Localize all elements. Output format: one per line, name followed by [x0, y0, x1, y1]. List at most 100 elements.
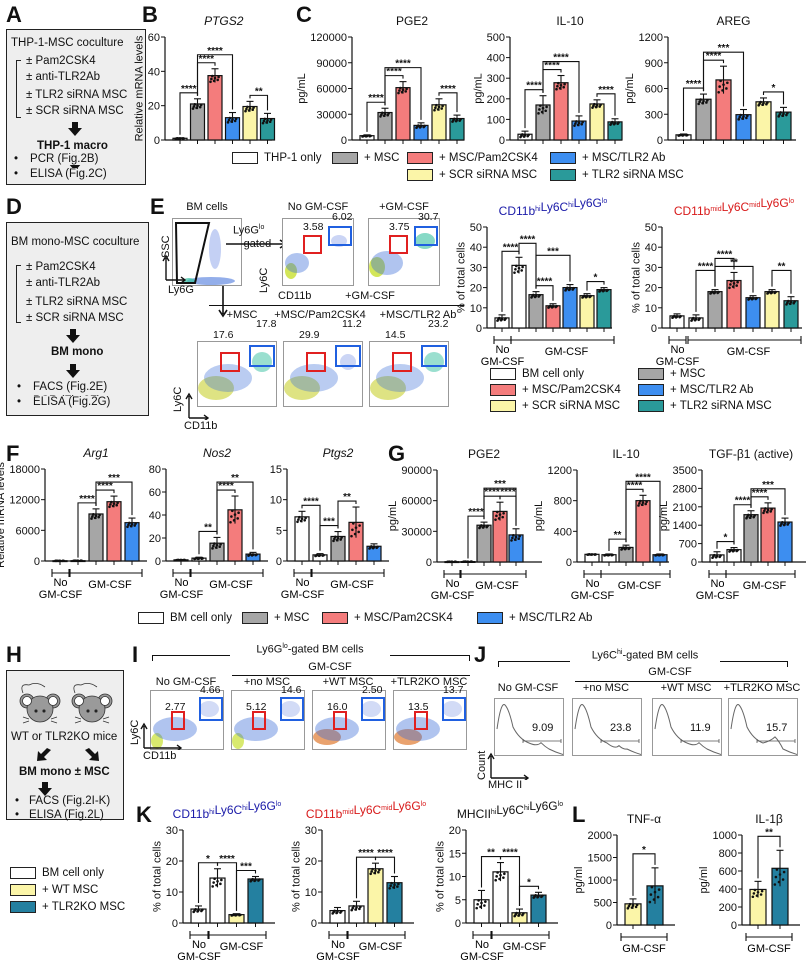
blue-gate-value: 2.50 [362, 684, 383, 696]
data-point [354, 526, 358, 529]
data-point [732, 549, 736, 552]
data-point [378, 868, 381, 872]
significance-bracket [702, 51, 745, 107]
y-tick-label: 60000 [401, 496, 432, 508]
data-point [248, 107, 252, 110]
blue-gate-value: 11.2 [342, 318, 362, 330]
data-point [537, 894, 540, 898]
data-point [97, 515, 100, 519]
y-tick-label: 300 [645, 109, 663, 121]
data-point [397, 91, 400, 95]
data-point [377, 870, 380, 874]
y-tick-label: 400 [554, 526, 572, 538]
axis-arrows-icon [185, 392, 210, 420]
data-point [637, 504, 640, 507]
y-tick-label: 30 [166, 825, 178, 837]
data-point [532, 293, 535, 297]
data-point [549, 304, 552, 308]
data-point [433, 108, 436, 112]
data-point [340, 909, 343, 913]
data-point [176, 137, 179, 140]
gmcsf-header: +GM-CSF [345, 290, 395, 302]
data-point [453, 117, 456, 121]
y-axis-label: % of total cells [456, 242, 468, 313]
legend-item: + TLR2 siRNA MSC [638, 400, 772, 412]
data-point [682, 133, 685, 137]
data-point [656, 553, 659, 557]
legend-item: BM cell only [490, 368, 584, 380]
data-point [606, 288, 609, 292]
flow-plot-gmcsf [368, 218, 440, 286]
legend-item: + MSC/TLR2 Ab [550, 152, 665, 164]
significance-label: **** [395, 59, 411, 70]
group-label: GM-CSF [209, 579, 253, 591]
y-tick-label: 0 [455, 918, 461, 930]
data-point [719, 79, 722, 83]
data-point [502, 876, 505, 879]
group-label: GM-CSF [571, 590, 615, 602]
data-point [514, 267, 517, 271]
bar [596, 289, 612, 329]
data-point [498, 316, 501, 320]
data-point [613, 121, 617, 125]
data-point [450, 560, 454, 564]
data-point [216, 78, 219, 82]
data-point [736, 280, 739, 284]
data-point [648, 900, 652, 904]
group-bracket-no-gmcsf [493, 336, 512, 344]
y-tick-label: 0 [311, 918, 317, 930]
legend-item: + TLR2 siRNA MSC [550, 169, 684, 181]
mouse-icon [19, 683, 113, 724]
data-point [229, 520, 232, 524]
data-point [197, 557, 201, 560]
data-point [441, 104, 444, 108]
data-point [504, 317, 507, 320]
data-point [787, 521, 790, 525]
y-tick-label: 30000 [401, 526, 432, 538]
legend-item: + MSC/TLR2 Ab [638, 384, 753, 396]
y-tick-label: 600 [719, 866, 737, 878]
data-point [388, 886, 391, 890]
data-point [353, 532, 357, 536]
flow-plot-msc [197, 341, 277, 407]
group-label: GM-CSF [177, 951, 221, 963]
red-gate-value: 16.0 [327, 701, 348, 713]
data-point [498, 513, 502, 516]
mice-label: WT or TLR2KO mice [11, 731, 118, 743]
data-point [269, 118, 273, 121]
data-point [628, 902, 632, 906]
data-point [475, 906, 478, 910]
y-tick-label: 0 [276, 556, 282, 568]
panel-letter-k: K [136, 802, 152, 827]
data-point [563, 82, 566, 86]
data-point [265, 121, 268, 124]
legend-item: + MSC [242, 612, 309, 624]
data-point [213, 877, 216, 880]
data-point [262, 119, 266, 123]
swatch-red [322, 612, 348, 624]
data-point [781, 521, 784, 524]
data-point [515, 264, 518, 268]
data-point [518, 534, 521, 538]
data-point [641, 501, 645, 504]
significance-label: **** [553, 53, 569, 64]
group-bracket-no-gmcsf [172, 569, 191, 577]
flow-plot [150, 690, 224, 750]
data-point [521, 133, 524, 136]
red-gate [414, 711, 428, 730]
data-point [198, 105, 202, 109]
data-point [517, 266, 521, 270]
arrow-down-right-icon [85, 748, 99, 761]
significance-bracket [374, 856, 396, 874]
data-point [697, 102, 700, 106]
swatch-gray [638, 368, 664, 380]
significance-bracket [750, 488, 786, 516]
data-point [76, 559, 80, 563]
data-point [258, 878, 261, 881]
swatch-white [10, 867, 36, 879]
histogram-title: +no MSC [582, 682, 630, 694]
bar [106, 501, 122, 562]
data-point [197, 908, 200, 912]
